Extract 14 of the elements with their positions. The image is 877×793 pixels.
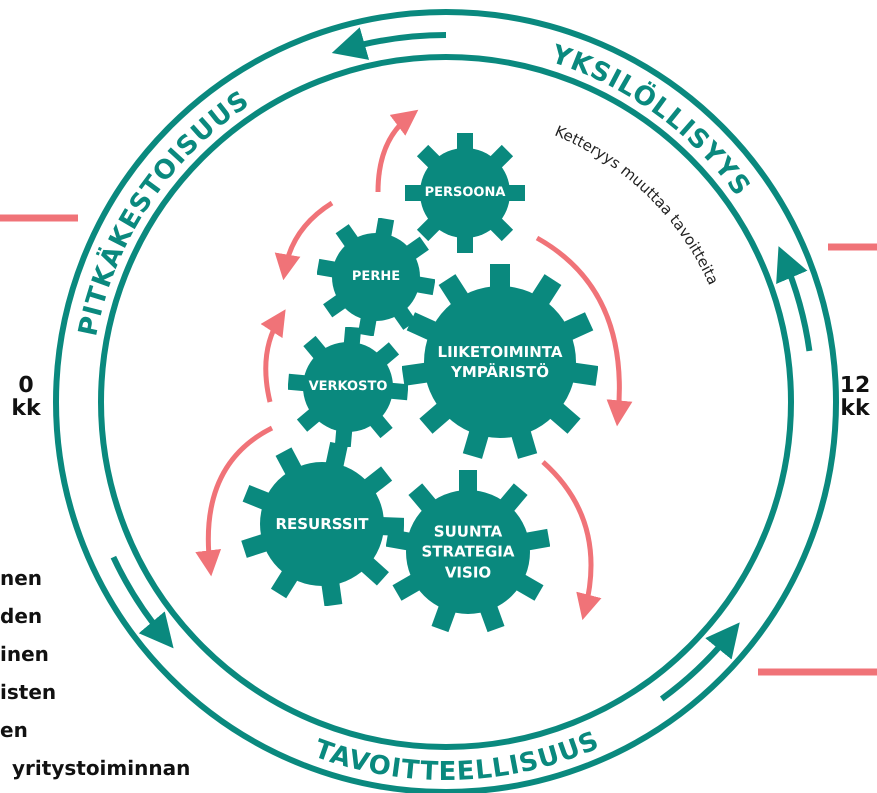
body-text: nen <box>0 566 42 590</box>
time-label: 12 kk <box>838 374 872 420</box>
body-text: yritystoiminnan <box>12 756 190 780</box>
body-text: inen <box>0 642 49 666</box>
gear-label: VERKOSTO <box>308 378 388 396</box>
gear-label: PERHE <box>350 268 402 286</box>
gear-label: SUUNTA STRATEGIA VISIO <box>420 522 516 582</box>
gear-label: PERSOONA <box>424 184 506 202</box>
body-text: den <box>0 604 42 628</box>
body-text: isten <box>0 680 56 704</box>
gear-label: LIIKETOIMINTA YMPÄRISTÖ <box>436 342 564 382</box>
body-text: en <box>0 718 28 742</box>
time-label: 0 kk <box>10 374 42 420</box>
gear-label: RESURSSIT <box>274 514 370 534</box>
